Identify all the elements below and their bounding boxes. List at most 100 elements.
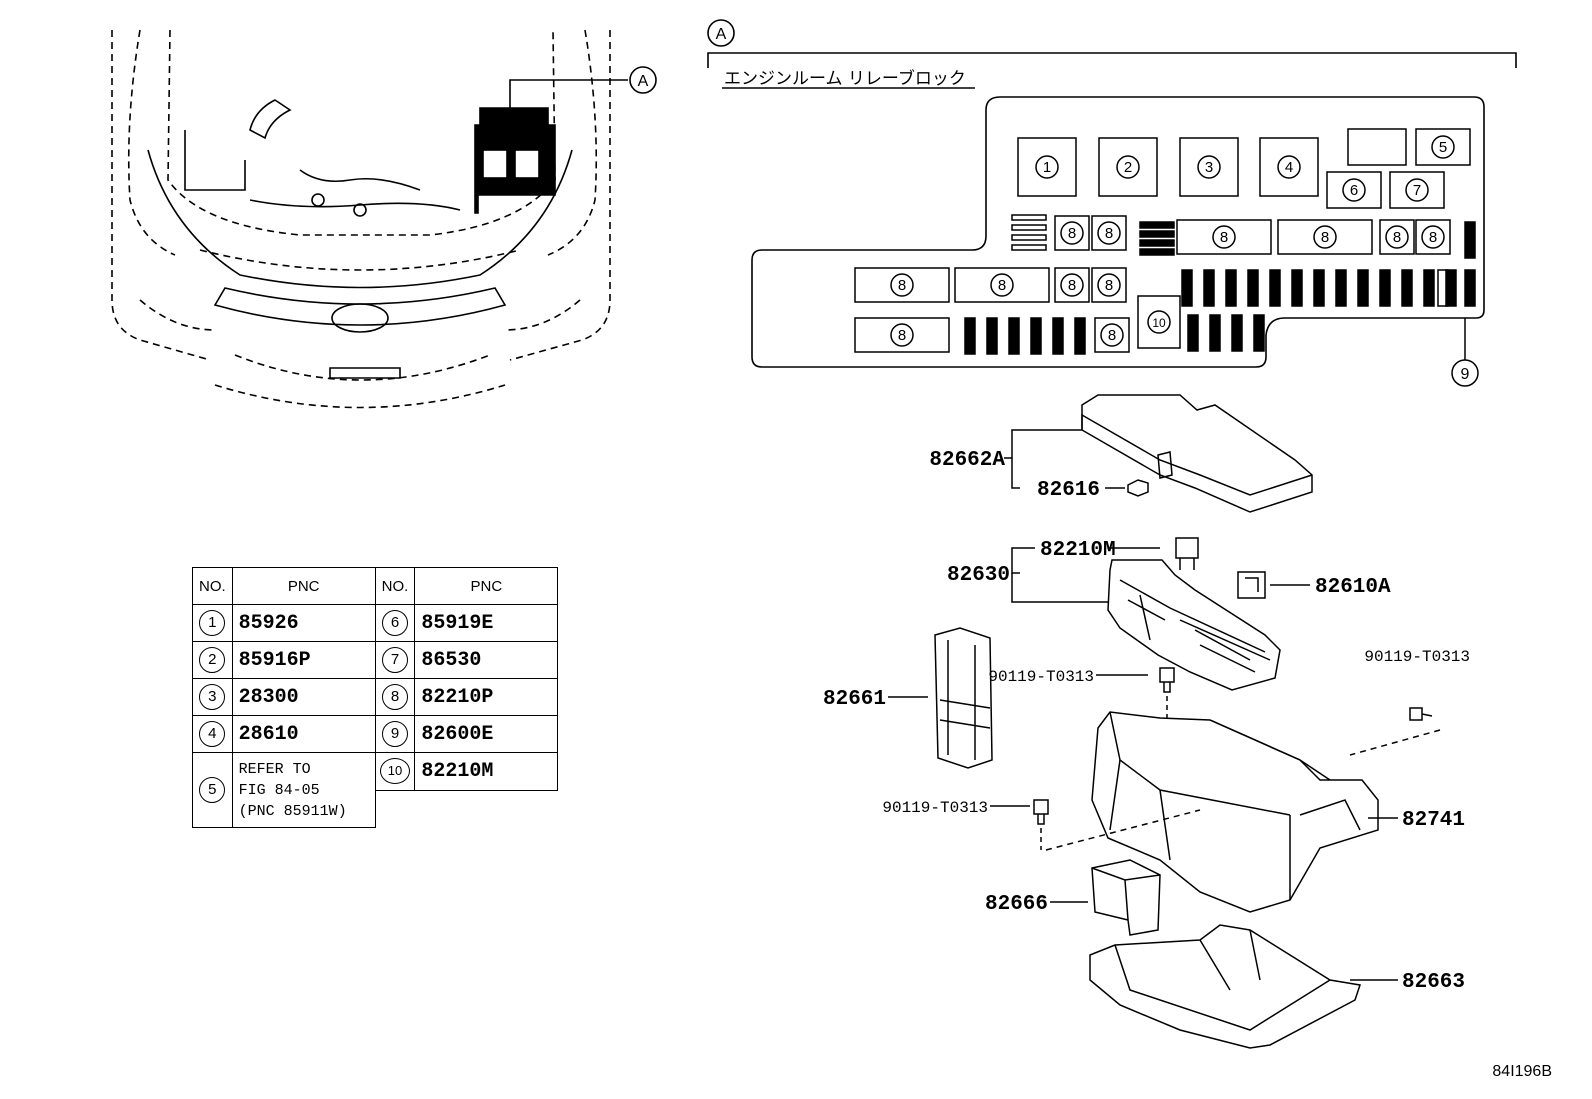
black-fuse <box>1231 314 1243 352</box>
relay-82210M <box>1175 537 1199 570</box>
leader-lines <box>888 429 1398 981</box>
black-fuse <box>1269 269 1281 307</box>
relay-slot-8 <box>1379 219 1415 255</box>
black-fuse <box>1008 317 1020 355</box>
slot-9-callout <box>1451 318 1479 387</box>
label-relay-upper: 82210M <box>1040 539 1116 562</box>
figure-code: 84I196B <box>1492 1063 1552 1080</box>
relay-slot-7-circle <box>1405 178 1429 202</box>
relay-slot-2-label: 2 <box>1124 159 1132 176</box>
black-fuse <box>1335 269 1347 307</box>
relay-slot-2 <box>1098 137 1158 197</box>
black-fuse <box>1253 314 1265 352</box>
relay-slot-8 <box>1091 267 1127 303</box>
relay-slot-8 <box>1415 219 1451 255</box>
section-bracket <box>707 52 1517 68</box>
relay-slot-8-0-label: 8 <box>1068 225 1076 242</box>
row-number: 5 <box>199 777 226 803</box>
table-row: 2 85916P 7 86530 <box>192 641 559 679</box>
row-number: 4 <box>199 721 226 747</box>
black-fuse <box>1401 269 1413 307</box>
black-fuse <box>1445 269 1457 307</box>
black-fuse <box>1074 317 1086 355</box>
label-bolt-right: 90119-T0313 <box>1364 648 1470 666</box>
row-number: 1 <box>199 610 226 636</box>
label-bolt-left: 90119-T0313 <box>882 799 988 817</box>
label-bolt-upper: 90119-T0313 <box>988 668 1094 686</box>
label-block-assembly: 82630 <box>947 564 1010 587</box>
header-no-right: NO. <box>374 567 416 605</box>
relay-slot-8-2-circle <box>1212 225 1236 249</box>
relay-slot-8-9-circle <box>1097 273 1121 297</box>
table-row: 5 REFER TO FIG 84-05 (PNC 85911W) 10 822… <box>192 752 559 828</box>
fuse-empty <box>1437 269 1449 307</box>
black-fuse <box>1139 239 1175 247</box>
note-line: FIG 84-05 <box>238 781 320 799</box>
relay-slot-8-3-label: 8 <box>1321 229 1329 246</box>
relay-slot-1 <box>1017 137 1077 197</box>
table-row: 3 28300 8 82210P <box>192 678 559 716</box>
relay-slot-5-circle <box>1431 135 1455 159</box>
relay-block-outline <box>751 96 1485 368</box>
pnc-value: 85926 <box>231 604 376 642</box>
relay-slot-8-11-label: 8 <box>1108 327 1116 344</box>
relay-slot-8-3-circle <box>1313 225 1337 249</box>
clip-82616 <box>1127 479 1149 497</box>
black-fuse <box>1181 269 1193 307</box>
header-pnc-right: PNC <box>414 567 559 605</box>
bracket-82666 <box>1091 859 1161 936</box>
pnc-value: 82210M <box>414 752 559 791</box>
relay-slot-8 <box>1094 317 1130 353</box>
section-a-circle <box>707 19 735 47</box>
row-number: 9 <box>382 721 408 747</box>
relay-slot-8-7-label: 8 <box>998 277 1006 294</box>
relay-slot-8 <box>854 317 950 353</box>
relay-slot-6-circle <box>1342 178 1366 202</box>
pnc-value: 82210P <box>414 678 559 716</box>
label-clip: 82616 <box>1037 479 1100 502</box>
callout-a-circle <box>629 66 657 94</box>
relay-block-cover <box>1081 394 1313 513</box>
black-fuse <box>1464 269 1476 307</box>
relay-slot-8-1-label: 8 <box>1105 225 1113 242</box>
relay-slot-8 <box>1054 215 1090 251</box>
black-fuse <box>1203 269 1215 307</box>
black-fuse <box>964 317 976 355</box>
small-fuse <box>1011 224 1047 231</box>
table-row: 4 28610 9 82600E <box>192 715 559 753</box>
black-fuse <box>1139 221 1175 229</box>
relay-slot-7-label: 7 <box>1413 182 1421 199</box>
relay-slot-10-circle <box>1147 310 1171 334</box>
relay-block-location-mark <box>474 79 628 214</box>
relay-slot-2-circle <box>1116 155 1140 179</box>
pnc-value: 28300 <box>231 678 376 716</box>
relay-slot-8-1-circle <box>1097 221 1121 245</box>
relay-slot-4-circle <box>1277 155 1301 179</box>
relay-slot-8-8-label: 8 <box>1068 277 1076 294</box>
black-fuse <box>1209 314 1221 352</box>
relay-slot-3-circle <box>1197 155 1221 179</box>
relay-slot-8-5-label: 8 <box>1429 229 1437 246</box>
black-fuse <box>1313 269 1325 307</box>
callout-a-label: A <box>638 73 649 90</box>
pnc-value: 82600E <box>414 715 559 753</box>
black-fuse <box>1291 269 1303 307</box>
block-assembly-82630 <box>1107 559 1281 691</box>
black-fuse <box>1357 269 1369 307</box>
small-fuse <box>1011 244 1047 251</box>
relay-slot-10 <box>1137 295 1181 349</box>
note-line: REFER TO <box>238 760 311 778</box>
side-cover-82661 <box>934 627 993 769</box>
relay-slot-10-label: 10 <box>1152 316 1166 330</box>
black-fuse <box>1139 230 1175 238</box>
relay-slot-8-10-circle <box>890 323 914 347</box>
black-fuse <box>1225 269 1237 307</box>
relay-slot-5 <box>1415 128 1471 166</box>
label-box: 82741 <box>1402 809 1465 832</box>
label-side-cover: 82661 <box>823 688 886 711</box>
relay-slot-8-11-circle <box>1100 323 1124 347</box>
black-fuse <box>986 317 998 355</box>
header-no-left: NO. <box>192 567 233 605</box>
black-fuse <box>1423 269 1435 307</box>
header-pnc-left: PNC <box>231 567 376 605</box>
